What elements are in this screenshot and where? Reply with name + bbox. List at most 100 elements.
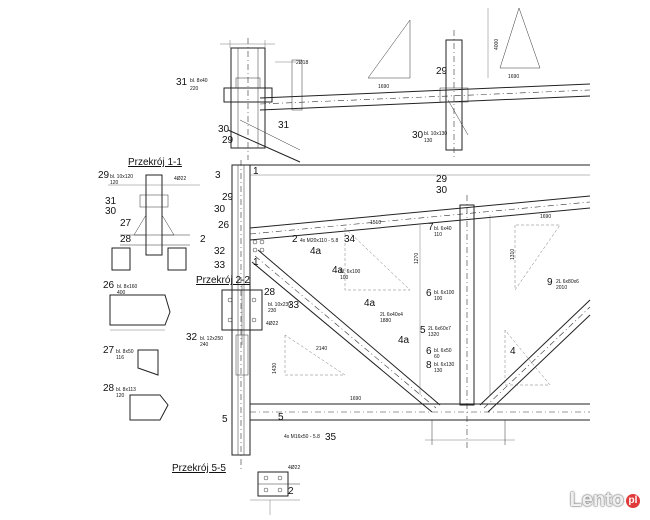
mark-9: 9 — [547, 277, 553, 288]
spec-l5-len: 1320 — [428, 332, 439, 338]
main-truss — [231, 160, 591, 470]
mark-3: 3 — [215, 170, 221, 181]
spec-plate26-len: 400 — [117, 290, 126, 296]
spec-plate27-len: 116 — [116, 355, 124, 361]
spec-4a-len: 100 — [340, 275, 349, 281]
mark-5-beam: 5 — [278, 412, 284, 423]
spec-s22-len33: 230 — [268, 308, 277, 314]
top-right-column — [439, 30, 469, 160]
mark-7: 7 — [428, 222, 434, 233]
mark-33-main: 33 — [214, 260, 226, 271]
mark-30-s11: 30 — [105, 206, 117, 217]
spec-l6-lower-len: 60 — [434, 354, 440, 360]
mark-27-s11: 27 — [120, 218, 132, 229]
spec-4a-bl: bl. 6x100 — [340, 269, 361, 275]
lento-watermark: Lento pl — [570, 489, 640, 512]
spec-plate26-bl: bl. 8x160 — [117, 284, 138, 290]
spec-top-bl: bl. 8x40 — [190, 78, 208, 84]
spec-l1-len: 1880 — [380, 318, 391, 324]
mark-2-main: 2 — [292, 234, 298, 245]
mark-29-s11: 29 — [98, 170, 110, 181]
spec-s11-phi: 4Ø22 — [174, 176, 186, 182]
dim-1510: 1510 — [370, 220, 381, 226]
mark-29-top: 29 — [222, 135, 234, 146]
mark-29-main: 29 — [222, 192, 234, 203]
watermark-badge: pl — [626, 493, 640, 508]
mark-31-s11: 31 — [105, 196, 117, 207]
spec-s11-len: 120 — [110, 180, 119, 186]
spec-top-phi18: 2Ø18 — [296, 60, 308, 66]
spec-l6-upper: bl. 6x100 — [434, 290, 455, 296]
mark-35: 35 — [325, 432, 337, 443]
spec-bolt-m20: 4x M20x110 - 5.8 — [300, 238, 338, 244]
mark-28-plate: 28 — [103, 383, 115, 394]
mark-32-s22: 32 — [186, 332, 198, 343]
mark-31-top: 31 — [176, 77, 188, 88]
mark-2-s55: 2 — [288, 486, 294, 497]
section-2-2-detail — [221, 285, 263, 376]
top-chord-beam — [259, 83, 591, 111]
spec-s22-len32: 240 — [200, 342, 209, 348]
mark-34: 34 — [344, 234, 356, 245]
spec-l7: bl. 6x40 — [434, 226, 452, 232]
spec-l6-lower: bl. 6x50 — [434, 348, 452, 354]
watermark-text: Lento — [569, 489, 624, 511]
mark-30-top: 30 — [218, 124, 230, 135]
spec-plate28-len: 120 — [116, 393, 125, 399]
mark-4a-3: 4a — [364, 298, 376, 309]
spec-s11-bl: bl. 10x120 — [110, 174, 133, 180]
section-5-5-detail — [250, 471, 300, 515]
mark-5-left: 5 — [222, 414, 228, 425]
mark-2-left: 2 — [200, 234, 206, 245]
mark-29-upper-right: 29 — [436, 66, 448, 77]
spec-l1: 2L 6x40x4 — [380, 312, 403, 318]
dim-1690-top-right: 1690 — [508, 74, 519, 80]
spec-l5: 2L 6x60x7 — [428, 326, 451, 332]
spec-top-len: 220 — [190, 86, 199, 92]
mark-33-s22: 33 — [288, 300, 300, 311]
section-1-1-detail — [108, 174, 200, 271]
spec-s22-phi: 4Ø22 — [266, 321, 278, 327]
plate-27 — [137, 349, 159, 376]
mark-30-main: 30 — [214, 204, 226, 215]
spec-l8-len: 130 — [434, 368, 443, 374]
dim-1690-main: 1690 — [540, 214, 551, 220]
spec-plate28-bl: bl. 8x113 — [116, 387, 136, 393]
mark-6-upper: 6 — [426, 288, 432, 299]
spec-s22-bl32: bl. 12x250 — [200, 336, 223, 342]
plate-26 — [109, 294, 171, 331]
section-title-2-2: Przekrój 2-2 — [196, 275, 250, 286]
spec-l7-len: 110 — [434, 232, 442, 238]
top-column-detail — [220, 38, 303, 163]
dim-1310: 1310 — [510, 249, 516, 260]
dim-1690-bottom: 1690 — [350, 396, 361, 402]
spec-l6-upper-len: 100 — [434, 296, 443, 302]
mark-29-upper-main: 29 — [436, 174, 448, 185]
mark-1: 1 — [253, 166, 259, 177]
slope-triangles-top — [367, 7, 541, 79]
mark-32-main: 32 — [214, 246, 226, 257]
mark-4: 4 — [510, 346, 516, 357]
mark-4a-4: 4a — [398, 335, 410, 346]
mark-30-upper-main: 30 — [436, 185, 448, 196]
mark-5-mid: 5 — [420, 325, 426, 336]
mark-30-upper-right: 30 — [412, 130, 424, 141]
mark-4a-2: 4a — [332, 265, 344, 276]
spec-l9-len: 2010 — [556, 285, 567, 291]
section-title-1-1: Przekrój 1-1 — [128, 157, 182, 168]
spec-l9: 2L 6x80x6 — [556, 279, 579, 285]
mark-1-mid: 1 — [253, 257, 259, 268]
dim-1430: 1430 — [272, 363, 278, 374]
mark-26-main: 26 — [218, 220, 230, 231]
mark-28-s22: 28 — [264, 287, 276, 298]
mark-6-lower: 6 — [426, 346, 432, 357]
spec-upper-right-len: 130 — [424, 138, 433, 144]
dim-2140: 2140 — [316, 346, 327, 352]
spec-s22-bl33: bl. 10x230 — [268, 302, 291, 308]
section-title-5-5: Przekrój 5-5 — [172, 463, 226, 474]
spec-l8: bl. 6x130 — [434, 362, 455, 368]
mark-8: 8 — [426, 360, 432, 371]
spec-bolt-m16: 4x M16x50 - 5.8 — [284, 434, 320, 440]
dim-4000: 4000 — [494, 39, 500, 50]
